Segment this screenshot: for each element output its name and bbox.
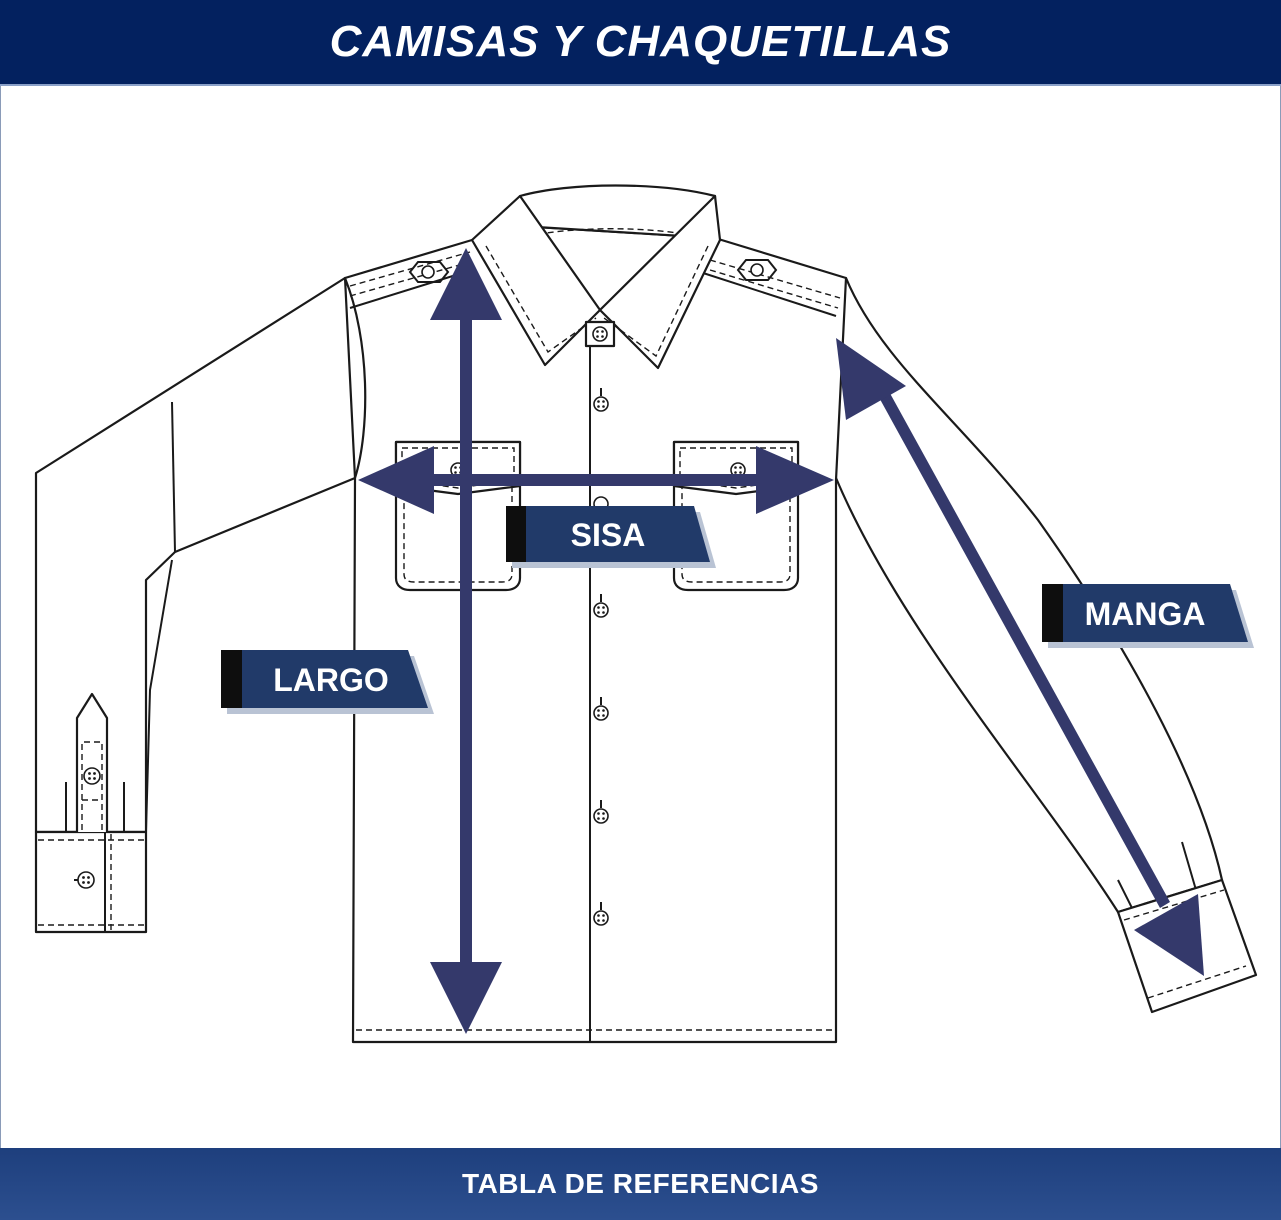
manga-tag: MANGA xyxy=(1042,584,1254,648)
front-buttons xyxy=(593,388,609,926)
button-icon xyxy=(593,594,609,618)
button-icon xyxy=(593,800,609,824)
button-icon xyxy=(593,902,609,926)
largo-label: LARGO xyxy=(273,662,389,698)
collar-button-icon xyxy=(592,326,608,342)
cuff-button-icon xyxy=(83,767,101,785)
button-icon xyxy=(593,697,609,721)
collar xyxy=(470,184,722,370)
footer-bar: TABLA DE REFERENCIAS xyxy=(0,1148,1281,1220)
page-title: CAMISAS Y CHAQUETILLAS xyxy=(329,17,952,66)
sisa-label: SISA xyxy=(571,517,646,553)
left-sleeve xyxy=(34,276,357,934)
sisa-arrow xyxy=(358,446,834,514)
epaulette-button-icon xyxy=(736,259,778,281)
footer-title: TABLA DE REFERENCIAS xyxy=(462,1168,819,1199)
button-icon xyxy=(593,388,609,412)
epaulette-button-icon xyxy=(408,261,450,283)
manga-arrow xyxy=(836,338,1204,976)
header-bar: CAMISAS Y CHAQUETILLAS xyxy=(0,0,1281,86)
largo-tag: LARGO xyxy=(221,650,434,714)
cuff-button-icon xyxy=(74,871,95,889)
manga-label: MANGA xyxy=(1085,596,1206,632)
sisa-tag: SISA xyxy=(506,506,716,568)
